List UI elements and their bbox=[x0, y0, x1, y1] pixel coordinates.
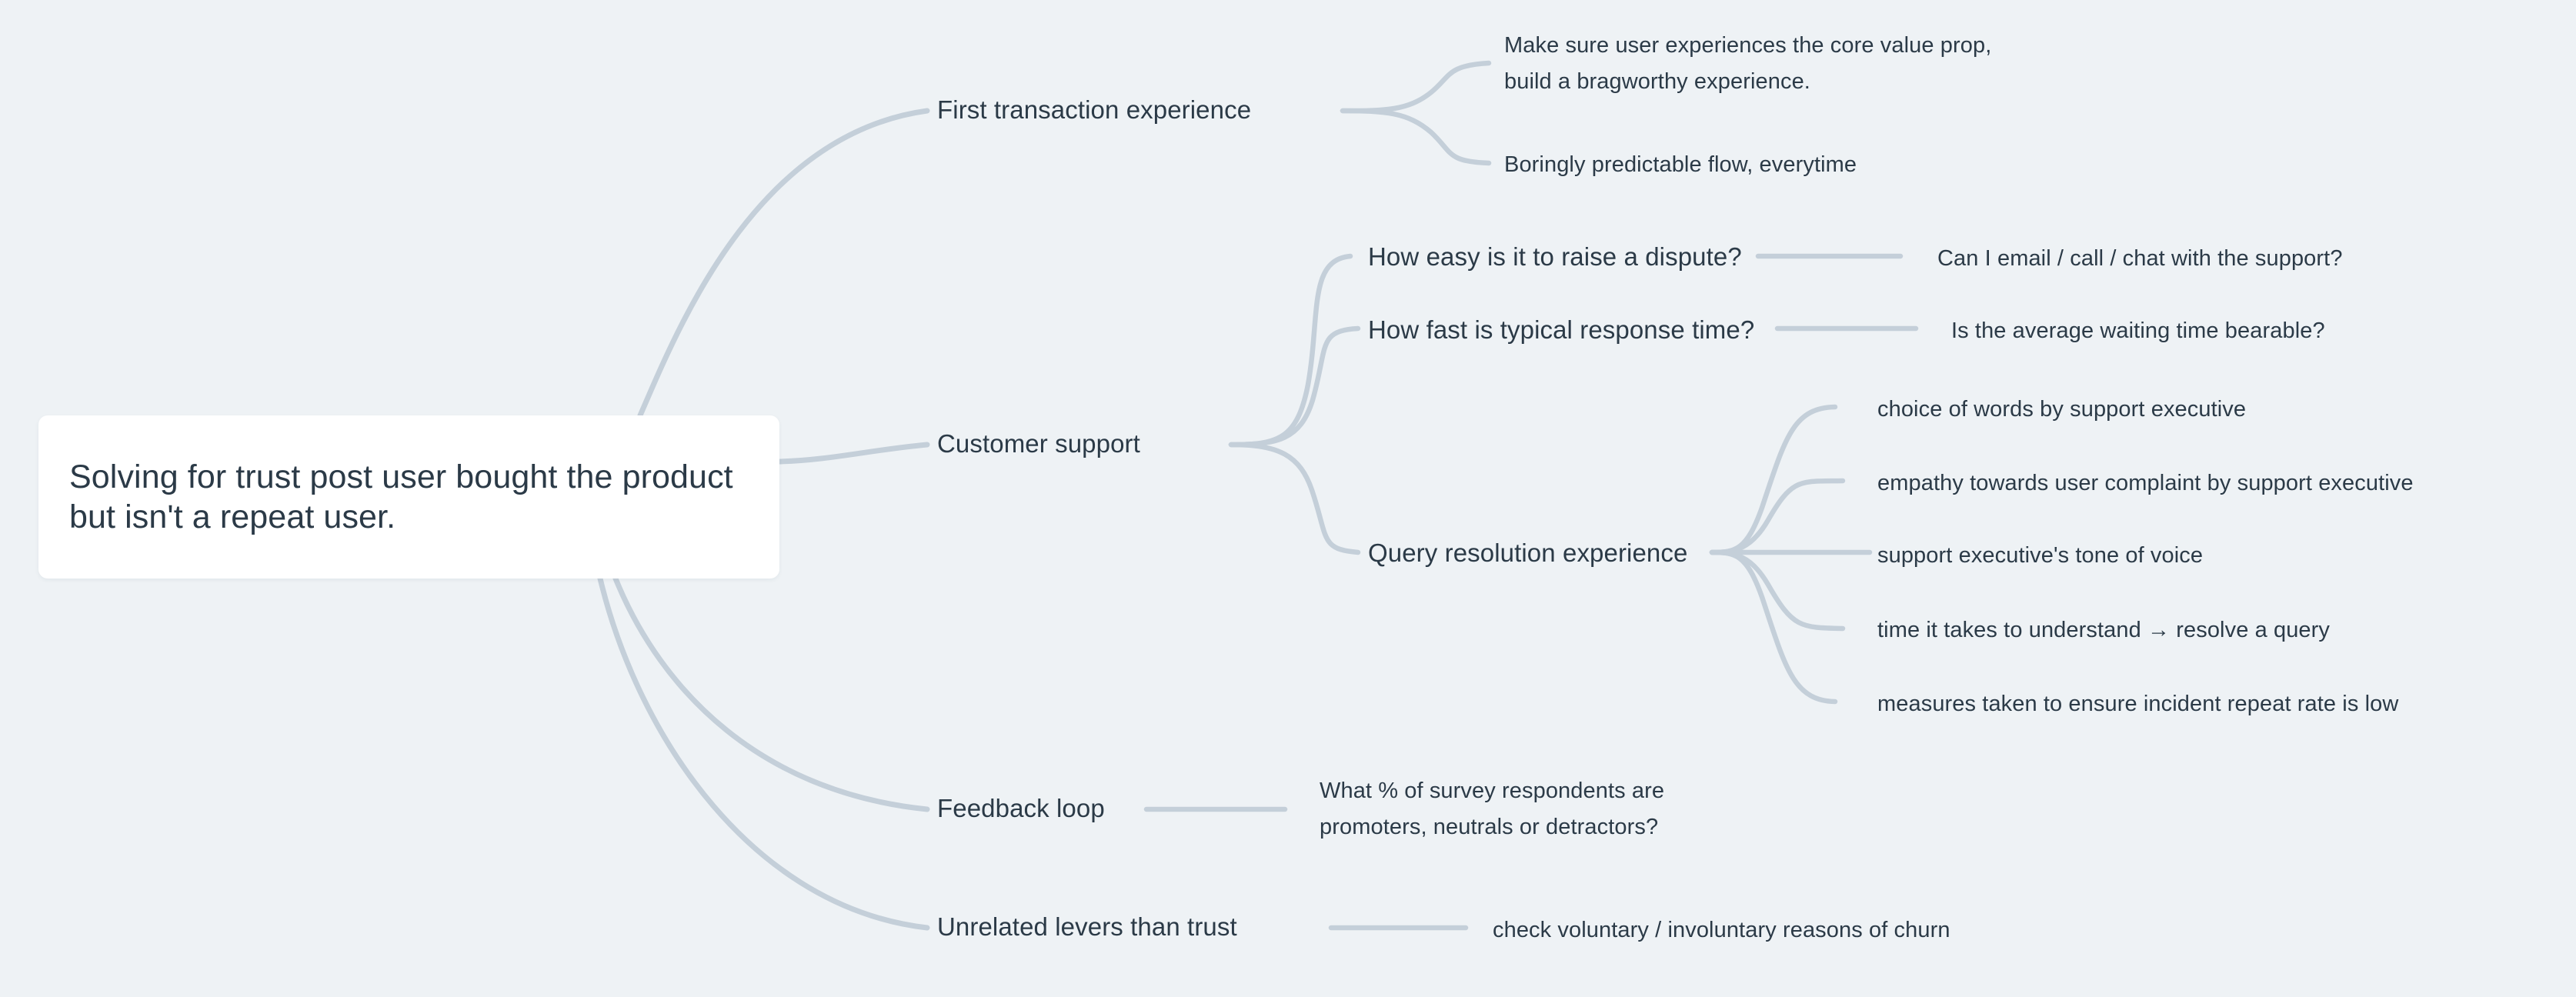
link-query-resolution-to-choice-of-words bbox=[1709, 404, 1838, 555]
leaf-time-to-resolve-query[interactable]: time it takes to understand → resolve a … bbox=[1877, 618, 2331, 642]
link-query-resolution-to-empathy bbox=[1709, 478, 1846, 555]
link-first-transaction-to-predictable-flow bbox=[1340, 108, 1492, 166]
link-root-to-feedback-loop bbox=[612, 575, 930, 812]
branch-customer-support[interactable]: Customer support bbox=[937, 429, 1140, 458]
branch-feedback-loop[interactable]: Feedback loop bbox=[937, 794, 1105, 822]
root-node-text: Solving for trust post user bought the p… bbox=[69, 458, 733, 535]
link-customer-support-to-query-resolution bbox=[1228, 442, 1361, 555]
leaf-choice-of-words[interactable]: choice of words by support executive bbox=[1877, 397, 2247, 422]
link-root-to-customer-support bbox=[776, 442, 930, 465]
leaf-email-call-chat-support[interactable]: Can I email / call / chat with the suppo… bbox=[1937, 246, 2343, 271]
leaf-voluntary-involuntary-churn[interactable]: check voluntary / involuntary reasons of… bbox=[1493, 918, 1950, 942]
root-node[interactable]: Solving for trust post user bought the p… bbox=[38, 415, 779, 579]
leaf-empathy-towards-complaint[interactable]: empathy towards user complaint by suppor… bbox=[1877, 471, 2414, 495]
branch-how-easy-raise-dispute[interactable]: How easy is it to raise a dispute? bbox=[1368, 242, 1742, 271]
leaf-survey-respondents[interactable]: What % of survey respondents are promote… bbox=[1320, 779, 1665, 839]
branch-first-transaction-experience[interactable]: First transaction experience bbox=[937, 95, 1252, 124]
link-root-to-unrelated-levers bbox=[597, 575, 930, 931]
link-root-to-first-transaction bbox=[637, 108, 930, 418]
link-query-resolution-to-time-to-resolve bbox=[1709, 549, 1846, 632]
link-customer-support-to-raise-dispute bbox=[1228, 253, 1353, 448]
branch-how-fast-response-time[interactable]: How fast is typical response time? bbox=[1368, 315, 1755, 344]
branch-query-resolution-experience[interactable]: Query resolution experience bbox=[1368, 539, 1688, 567]
leaf-core-value-prop[interactable]: Make sure user experiences the core valu… bbox=[1504, 33, 1992, 94]
leaf-incident-repeat-rate[interactable]: measures taken to ensure incident repeat… bbox=[1877, 692, 2399, 716]
link-customer-support-to-response-time bbox=[1228, 325, 1361, 448]
link-first-transaction-to-core-value bbox=[1340, 60, 1492, 114]
leaf-tone-of-voice[interactable]: support executive's tone of voice bbox=[1877, 543, 2204, 568]
link-query-resolution-to-repeat-rate bbox=[1709, 549, 1838, 705]
branch-unrelated-levers-than-trust[interactable]: Unrelated levers than trust bbox=[937, 912, 1237, 941]
leaf-average-waiting-time[interactable]: Is the average waiting time bearable? bbox=[1951, 318, 2325, 343]
leaf-boringly-predictable-flow[interactable]: Boringly predictable flow, everytime bbox=[1504, 152, 1857, 177]
